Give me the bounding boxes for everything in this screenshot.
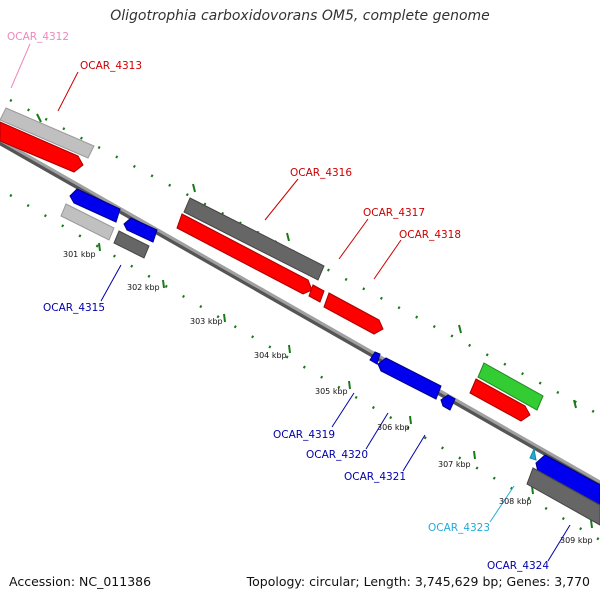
major-tick — [192, 183, 196, 193]
gene-label-ocar_4313[interactable]: OCAR_4313 — [80, 60, 142, 72]
gene-feature-ocar_4317[interactable] — [308, 284, 325, 303]
kbp-label-306: 306 kbp — [377, 423, 410, 432]
gene-label-ocar_4317[interactable]: OCAR_4317 — [363, 207, 425, 219]
major-tick — [98, 242, 101, 252]
major-tick — [473, 450, 476, 460]
genome-summary: Topology: circular; Length: 3,745,629 bp… — [246, 574, 590, 589]
gene-label-ocar_4319[interactable]: OCAR_4319 — [273, 429, 335, 441]
gene-feature-ocar_4323[interactable] — [529, 447, 537, 461]
gene-label-ocar_4320[interactable]: OCAR_4320 — [306, 449, 368, 461]
gene-feature-ocar_4313[interactable] — [0, 121, 84, 173]
gene-feature-green[interactable] — [477, 362, 544, 411]
major-tick — [458, 324, 462, 334]
kbp-label-302: 302 kbp — [127, 283, 160, 292]
leader-line-ocar_4319 — [331, 392, 355, 428]
gene-feature-red-right[interactable] — [469, 378, 531, 422]
gene-label-ocar_4318[interactable]: OCAR_4318 — [399, 229, 461, 241]
gene-feature-ocar_4316[interactable] — [183, 197, 325, 281]
gene-feature-ocar_4320[interactable] — [377, 357, 442, 400]
gene-feature-ocar_4315[interactable] — [60, 203, 115, 241]
outer-tick-track — [9, 98, 600, 417]
gene-feature-gray-302[interactable] — [113, 230, 150, 259]
major-tick — [286, 232, 290, 242]
gene-feature-ocar_4321[interactable] — [440, 394, 456, 411]
gene-label-ocar_4323[interactable]: OCAR_4323 — [428, 522, 490, 534]
leader-line-ocar_4323 — [489, 485, 515, 523]
major-tick — [36, 113, 42, 123]
leader-line-ocar_4315 — [100, 264, 122, 302]
kbp-label-308: 308 kbp — [499, 497, 532, 506]
gene-feature-blue-2[interactable] — [123, 217, 158, 243]
major-tick — [162, 279, 165, 289]
genome-backbone-shadow — [0, 139, 600, 487]
leader-line-ocar_4312 — [10, 43, 31, 89]
leader-line-ocar_4324 — [547, 524, 571, 562]
gene-label-ocar_4315[interactable]: OCAR_4315 — [43, 302, 105, 314]
leader-line-ocar_4321 — [402, 434, 426, 472]
kbp-label-303: 303 kbp — [190, 317, 223, 326]
genome-title: Oligotrophia carboxidovorans OM5, comple… — [110, 8, 490, 24]
gene-label-ocar_4321[interactable]: OCAR_4321 — [344, 471, 406, 483]
gene-label-ocar_4312[interactable]: OCAR_4312 — [7, 31, 69, 43]
leader-line-ocar_4318 — [373, 239, 402, 280]
leader-line-ocar_4317 — [338, 218, 369, 260]
major-tick — [288, 344, 291, 354]
gene-label-ocar_4316[interactable]: OCAR_4316 — [290, 167, 352, 179]
gene-feature-ocar_4316-red[interactable] — [176, 213, 313, 295]
leader-line-ocar_4313 — [57, 71, 79, 112]
inner-tick-track — [9, 193, 600, 542]
gene-label-ocar_4324[interactable]: OCAR_4324 — [487, 560, 549, 572]
kbp-label-305: 305 kbp — [315, 387, 348, 396]
gene-feature-ocar_4312[interactable] — [0, 107, 95, 159]
kbp-label-307: 307 kbp — [438, 460, 471, 469]
kbp-label-304: 304 kbp — [254, 351, 287, 360]
major-tick — [409, 415, 412, 425]
major-tick — [223, 313, 226, 323]
major-tick — [590, 519, 593, 529]
gene-feature-ocar_4319[interactable] — [369, 351, 381, 365]
leader-line-ocar_4316 — [264, 178, 299, 221]
gene-feature-blue-1[interactable] — [69, 188, 121, 223]
leader-line-ocar_4320 — [365, 412, 389, 450]
accession-label: Accession: NC_011386 — [9, 574, 152, 589]
gene-feature-ocar_4318[interactable] — [323, 292, 384, 335]
kbp-label-309: 309 kbp — [560, 536, 593, 545]
major-tick — [348, 380, 351, 390]
gene-feature-ocar_4324-gray[interactable] — [526, 467, 600, 526]
kbp-label-301: 301 kbp — [63, 250, 96, 259]
major-tick — [573, 399, 577, 409]
genome-backbone — [0, 138, 600, 484]
